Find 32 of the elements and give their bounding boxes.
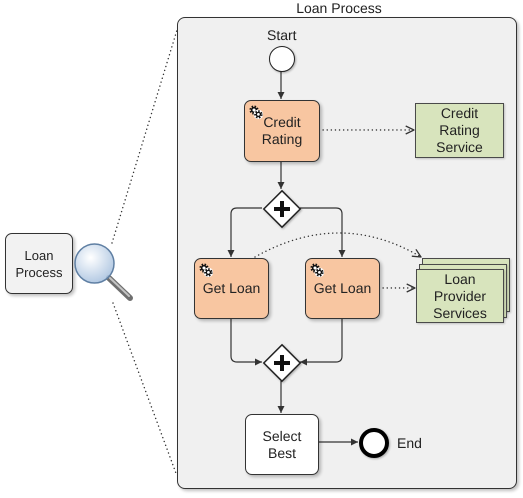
dotted-line	[111, 29, 178, 244]
service-task-box	[305, 258, 380, 319]
node-label: Select Best	[262, 428, 302, 462]
task-box	[245, 414, 319, 475]
container-title: Loan Process	[296, 0, 382, 16]
event-label: End	[397, 435, 422, 451]
service-task-box	[194, 258, 269, 319]
arrow	[278, 381, 284, 413]
arrow	[300, 207, 346, 257]
arrow	[228, 207, 262, 257]
multi-instance-service-box	[416, 258, 510, 323]
arrow	[300, 318, 343, 366]
node-label: Loan Process	[14, 246, 64, 280]
node-label: Get Loan	[202, 280, 260, 297]
node-label: Loan Provider Services	[432, 270, 488, 322]
dotted-arrow	[254, 232, 422, 258]
service-task-box	[244, 100, 320, 162]
magnifier-icon	[74, 243, 134, 303]
arrow	[230, 318, 262, 366]
parallel-gateway-diamond	[263, 190, 301, 228]
node-label: Credit Rating Service	[435, 105, 484, 156]
service-box	[415, 103, 504, 158]
node-label: Credit Rating	[260, 114, 304, 148]
start-event-circle	[269, 46, 295, 72]
arrow	[318, 438, 358, 446]
end-event-circle	[359, 428, 389, 458]
node-label: Get Loan	[314, 280, 372, 297]
collapsed-subprocess-box	[5, 233, 73, 294]
parallel-gateway-diamond	[263, 344, 301, 382]
arrow	[278, 71, 284, 99]
arrow	[278, 161, 284, 189]
event-label: Start	[267, 27, 297, 43]
